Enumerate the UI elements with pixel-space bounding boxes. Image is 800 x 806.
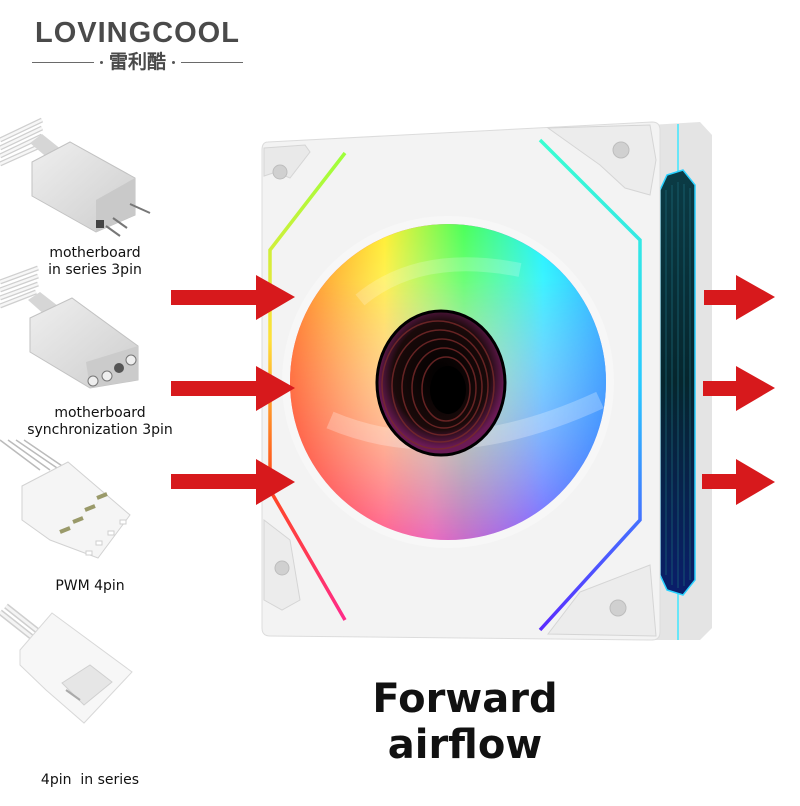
inlet-arrow — [171, 366, 295, 411]
logo-divider-left — [31, 61, 94, 63]
brand-name-cn: 雷利酷 — [108, 51, 166, 73]
connector-label-line: motherboard — [54, 405, 146, 421]
connector-label: PWM 4pin — [20, 578, 160, 595]
logo-divider-right — [181, 61, 243, 63]
logo-dot-left — [99, 60, 103, 64]
brand-name-en: LOVINGCOOL — [35, 17, 240, 49]
connector-label: 4pin in series — [10, 738, 170, 806]
4pin-series-connector-icon — [0, 603, 133, 724]
brand-logo: LOVINGCOOL 雷利酷 — [30, 18, 245, 72]
connector-label-line: motherboard — [49, 245, 141, 261]
left-rgb-strip — [268, 151, 347, 621]
pwm-4pin-connector-icon — [0, 439, 131, 559]
outlet-arrow — [704, 275, 775, 320]
connector-label-line: synchronization 3pin — [27, 422, 173, 438]
logo-dot-right — [172, 60, 175, 64]
connector-label-line: 4pin in series — [40, 772, 140, 788]
brand-cn-row: 雷利酷 — [30, 52, 245, 72]
connector-label-line: PWM 4pin — [55, 578, 125, 594]
3pin-sync-connector-icon — [0, 265, 139, 389]
3pin-argb-connector-icon — [0, 117, 151, 237]
inlet-arrow — [171, 275, 295, 320]
right-rgb-strip — [538, 138, 642, 632]
inlet-arrow — [171, 459, 295, 505]
outlet-arrow — [703, 366, 775, 411]
outlet-arrow — [702, 459, 775, 505]
connector-label-line: in series 3pin — [48, 262, 142, 278]
airflow-title: Forward airflow — [372, 676, 558, 768]
fan-side-panel — [650, 122, 712, 640]
infinity-mirror-hub — [375, 309, 507, 457]
connector-label: motherboard in series 3pin — [20, 245, 170, 279]
connector-label: motherboard synchronization 3pin — [15, 405, 185, 439]
